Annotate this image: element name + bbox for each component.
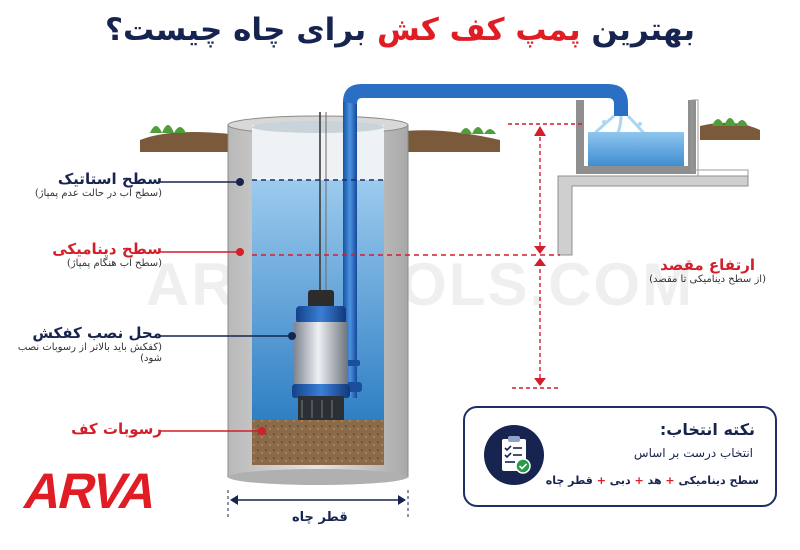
criterion-flow: دبی xyxy=(609,474,631,487)
dynamic-level-sub: (سطح آب هنگام پمپاژ) xyxy=(66,258,162,269)
checklist-icon xyxy=(484,425,544,485)
selection-note-card: نکته انتخاب: انتخاب درست بر اساس سطح دین… xyxy=(463,406,777,507)
plus-separator: + xyxy=(634,474,644,487)
static-level-heading: سطح استاتیک xyxy=(57,170,162,188)
install-location-sub: (کفکش باید بالاتر از رسوبات نصب شود) xyxy=(17,342,162,364)
target-height-sub: (از سطح دینامیکی تا مقصد) xyxy=(649,274,766,285)
note-intro: انتخاب درست بر اساس xyxy=(633,446,753,460)
dynamic-level-heading: سطح دینامیکی xyxy=(52,240,162,258)
plus-separator: + xyxy=(665,474,675,487)
submersible-pump xyxy=(292,290,350,420)
install-location-label: محل نصب کفکش (کفکش باید بالاتر از رسوبات… xyxy=(0,324,162,364)
static-level-sub: (سطح آب در حالت عدم پمپاژ) xyxy=(34,188,162,199)
arva-logo: ARVA xyxy=(19,466,163,514)
criterion-dynamic-level: سطح دینامیکی xyxy=(678,474,759,487)
leader-lines xyxy=(160,178,296,435)
sediment-layer xyxy=(252,420,384,465)
title-part-1: بهترین xyxy=(591,12,695,48)
sediment-label: رسوبات کف xyxy=(71,420,162,438)
target-height-arrow xyxy=(508,123,582,389)
criterion-diameter: قطر چاه xyxy=(545,474,593,487)
static-level-label: سطح استاتیک (سطح آب در حالت عدم پمپاژ) xyxy=(35,170,162,199)
criterion-head: هد xyxy=(647,474,662,487)
plus-separator: + xyxy=(596,474,606,487)
title-part-2: برای چاه چیست؟ xyxy=(105,12,367,48)
dynamic-level-label: سطح دینامیکی (سطح آب هنگام پمپاژ) xyxy=(52,240,162,269)
diameter-arrow xyxy=(227,490,409,520)
note-title: نکته انتخاب: xyxy=(659,420,755,439)
well-diameter-label: قطر چاه xyxy=(292,510,348,525)
grass-right xyxy=(700,118,760,140)
ground-right xyxy=(395,127,500,152)
install-location-heading: محل نصب کفکش xyxy=(32,324,162,342)
ground-left xyxy=(140,125,230,152)
sediment-heading: رسوبات کف xyxy=(71,420,162,438)
title-highlight: پمپ کف کش xyxy=(376,12,581,48)
target-height-heading: ارتفاع مقصد xyxy=(660,256,755,274)
target-height-label: ارتفاع مقصد (از سطح دینامیکی تا مقصد) xyxy=(649,256,766,285)
note-criteria: سطح دینامیکی + هد + دبی + قطر چاه xyxy=(546,474,759,487)
logo-text: ARVA xyxy=(19,466,163,514)
page-title: بهترین پمپ کف کش برای چاه چیست؟ xyxy=(0,8,800,52)
